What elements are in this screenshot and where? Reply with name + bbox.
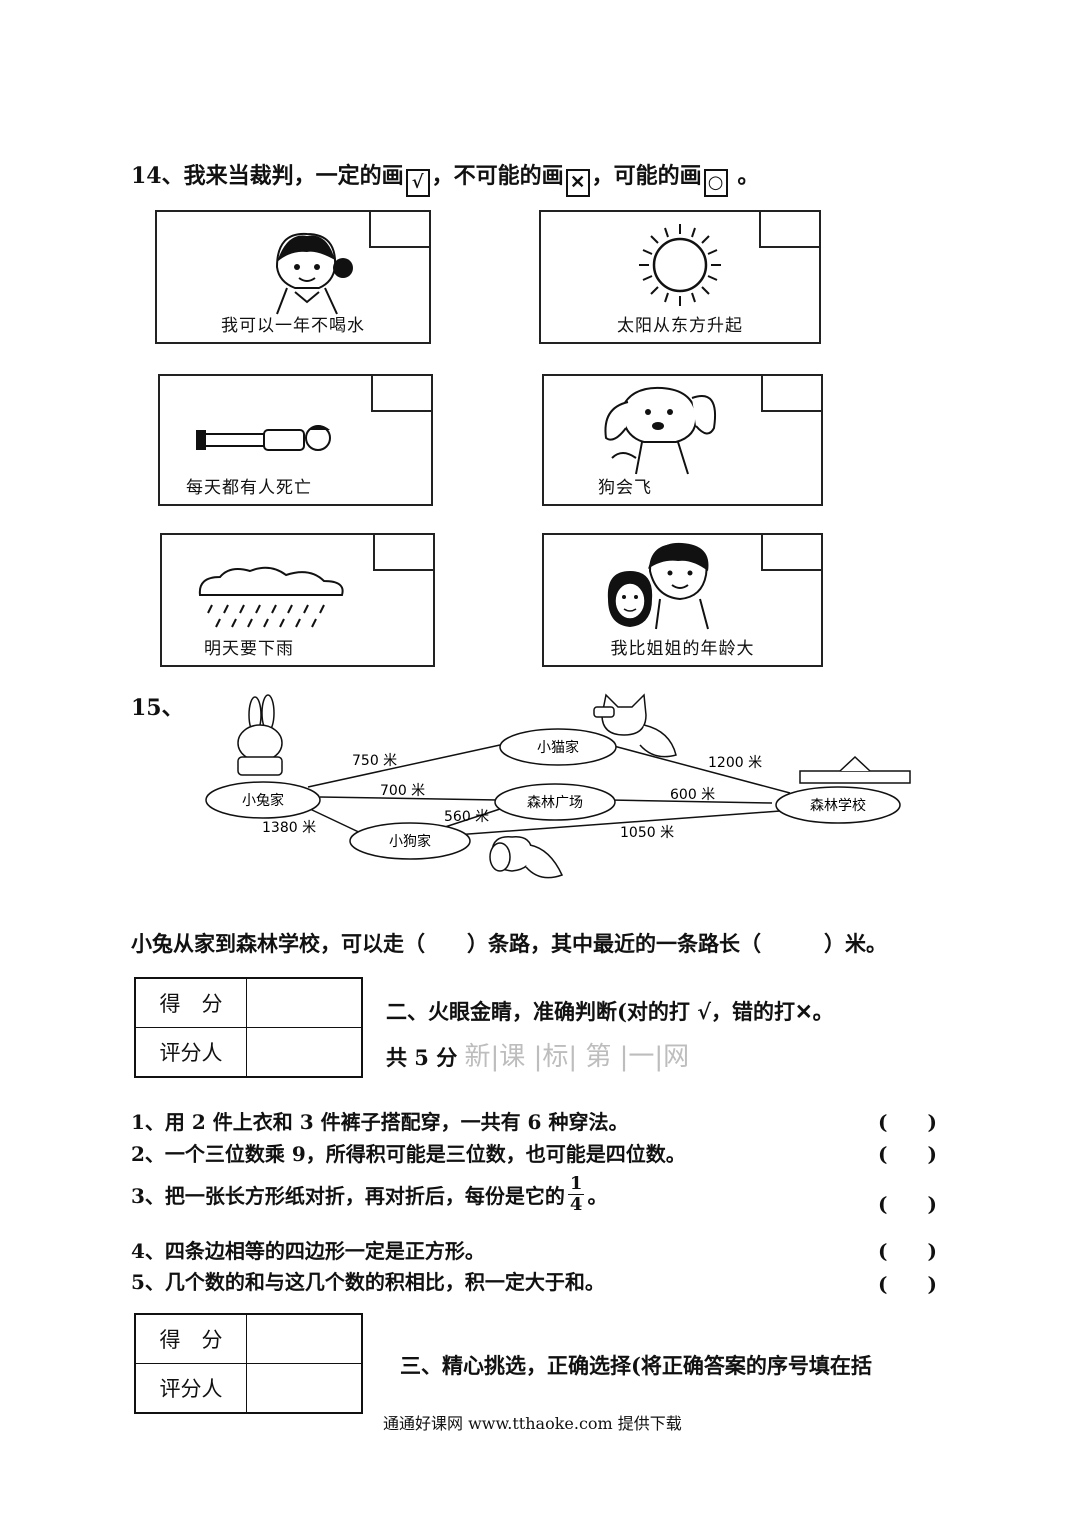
section2-subtitle-row: 共 5 分 新|课 |标| 第 |一|网	[386, 1036, 689, 1073]
node-dog-home: 小狗家	[349, 822, 471, 860]
answer-box[interactable]	[369, 212, 429, 248]
judgment-text: 5、几个数的和与这几个数的积相比，积一定大于和。	[131, 1270, 605, 1294]
answer-box[interactable]	[761, 535, 821, 571]
prompt-part-a: 14、我来当裁判，一定的画	[131, 163, 404, 189]
score-table-section3: 得 分 评分人	[134, 1313, 363, 1414]
possible-mark-box: ○	[703, 169, 728, 197]
judge-card-1: 我可以一年不喝水	[155, 210, 431, 344]
judgment-text: 3、把一张长方形纸对折，再对折后，每份是它的	[131, 1184, 565, 1208]
distance-label: 600 米	[670, 787, 715, 803]
judgment-item-2: 2、一个三位数乘 9，所得积可能是三位数，也可能是四位数。	[131, 1138, 686, 1167]
route-square-school	[609, 799, 773, 804]
judgment-item-1: 1、用 2 件上衣和 3 件裤子搭配穿，一共有 6 种穿法。	[131, 1106, 628, 1135]
girl-drinking-icon	[275, 232, 353, 315]
card-caption: 我可以一年不喝水	[221, 316, 365, 336]
node-cat-home: 小猫家	[499, 728, 617, 766]
prompt-part-b: ，不可能的画	[431, 163, 564, 189]
answer-box[interactable]	[373, 535, 433, 571]
judge-card-6: 我比姐姐的年龄大	[542, 533, 823, 667]
answer-paren-2[interactable]: ( )	[878, 1142, 937, 1166]
certain-mark-box: √	[405, 169, 430, 197]
prompt-end: 。	[737, 163, 760, 189]
node-label: 森林学校	[810, 797, 866, 814]
node-rabbit-home: 小兔家	[205, 781, 321, 819]
judge-card-2: 太阳从东方升起	[539, 210, 821, 344]
judgment-text: 2、一个三位数乘 9，所得积可能是三位数，也可能是四位数。	[131, 1142, 686, 1166]
card-caption: 明天要下雨	[204, 639, 294, 659]
cat-icon	[593, 693, 677, 758]
sisters-icon	[607, 542, 709, 630]
card-caption: 狗会飞	[598, 478, 652, 498]
rabbit-icon	[237, 694, 283, 776]
judgment-text-end: 。	[587, 1184, 608, 1208]
route-rabbit-cat	[307, 744, 501, 788]
grader-label: 评分人	[134, 1363, 247, 1414]
answer-paren-4[interactable]: ( )	[878, 1239, 937, 1263]
grader-label: 评分人	[134, 1027, 247, 1078]
dog-small-icon	[489, 836, 564, 879]
answer-box[interactable]	[759, 212, 819, 248]
impossible-mark-box: ✕	[565, 169, 590, 197]
section2-title: 二、火眼金睛，准确判断(对的打 √，错的打✕。	[386, 999, 834, 1024]
rain-cloud-icon	[198, 566, 344, 628]
node-label: 小猫家	[537, 739, 579, 756]
watermark-text: 新|课 |标| 第 |一|网	[464, 1042, 690, 1072]
judge-card-3: 每天都有人死亡	[158, 374, 433, 506]
dog-icon	[604, 386, 716, 475]
judgment-item-5: 5、几个数的和与这几个数的积相比，积一定大于和。	[131, 1266, 605, 1295]
judge-card-4: 狗会飞	[542, 374, 823, 506]
score-field[interactable]	[246, 977, 363, 1028]
distance-label: 1050 米	[620, 825, 674, 841]
answer-box[interactable]	[761, 376, 821, 412]
node-forest-square: 森林广场	[494, 783, 616, 821]
node-label: 森林广场	[527, 795, 583, 811]
score-field[interactable]	[246, 1313, 363, 1364]
answer-paren-3[interactable]: ( )	[878, 1192, 937, 1216]
card-caption: 太阳从东方升起	[617, 316, 743, 336]
route-rabbit-square	[319, 796, 499, 801]
score-label: 得 分	[134, 1313, 247, 1364]
distance-label: 700 米	[380, 783, 425, 799]
section2-subtitle: 共 5 分	[386, 1045, 458, 1070]
answer-paren-1[interactable]: ( )	[878, 1110, 937, 1134]
judgment-text: 1、用 2 件上衣和 3 件裤子搭配穿，一共有 6 种穿法。	[131, 1110, 629, 1134]
fraction-numerator: 1	[567, 1173, 585, 1195]
score-label: 得 分	[134, 977, 247, 1028]
prompt-part-c: ，可能的画	[591, 163, 702, 189]
node-label: 小兔家	[242, 792, 284, 809]
grader-field[interactable]	[246, 1363, 363, 1414]
answer-paren-5[interactable]: ( )	[878, 1272, 937, 1296]
score-table-section2: 得 分 评分人	[134, 977, 363, 1078]
judgment-item-4: 4、四条边相等的四边形一定是正方形。	[131, 1235, 485, 1264]
fraction-denominator: 4	[569, 1194, 583, 1215]
distance-label: 560 米	[444, 809, 489, 825]
route-dog-square	[444, 808, 501, 828]
node-forest-school: 森林学校	[775, 786, 901, 824]
section3-title: 三、精心挑选，正确选择(将正确答案的序号填在括	[400, 1353, 872, 1378]
route-map: 小兔家 小猫家 森林广场 小狗家 森林学校 750 米 1200 米 700 米…	[205, 693, 911, 879]
route-rabbit-dog	[309, 808, 366, 836]
question-15-label: 15、	[131, 695, 184, 721]
question-14-prompt: 14、我来当裁判，一定的画√，不可能的画✕，可能的画○ 。	[131, 158, 759, 197]
judgment-text: 4、四条边相等的四边形一定是正方形。	[131, 1239, 485, 1263]
node-label: 小狗家	[389, 833, 431, 850]
distance-label: 1380 米	[262, 820, 316, 836]
footer-credit: 通通好课网 www.tthaoke.com 提供下载	[383, 1414, 682, 1433]
route-dog-school	[454, 810, 781, 836]
distance-label: 750 米	[352, 753, 397, 769]
card-caption: 每天都有人死亡	[186, 478, 312, 498]
school-icon	[799, 755, 911, 784]
answer-box[interactable]	[371, 376, 431, 412]
judge-card-5: 明天要下雨	[160, 533, 435, 667]
question-15-prompt: 小兔从家到森林学校，可以走（ ）条路，其中最近的一条路长（ ）米。	[131, 931, 887, 956]
grader-field[interactable]	[246, 1027, 363, 1078]
distance-label: 1200 米	[708, 755, 762, 771]
card-caption: 我比姐姐的年龄大	[610, 639, 755, 659]
lying-person-icon	[196, 425, 331, 451]
sun-icon	[639, 224, 721, 306]
route-cat-school	[609, 744, 791, 794]
